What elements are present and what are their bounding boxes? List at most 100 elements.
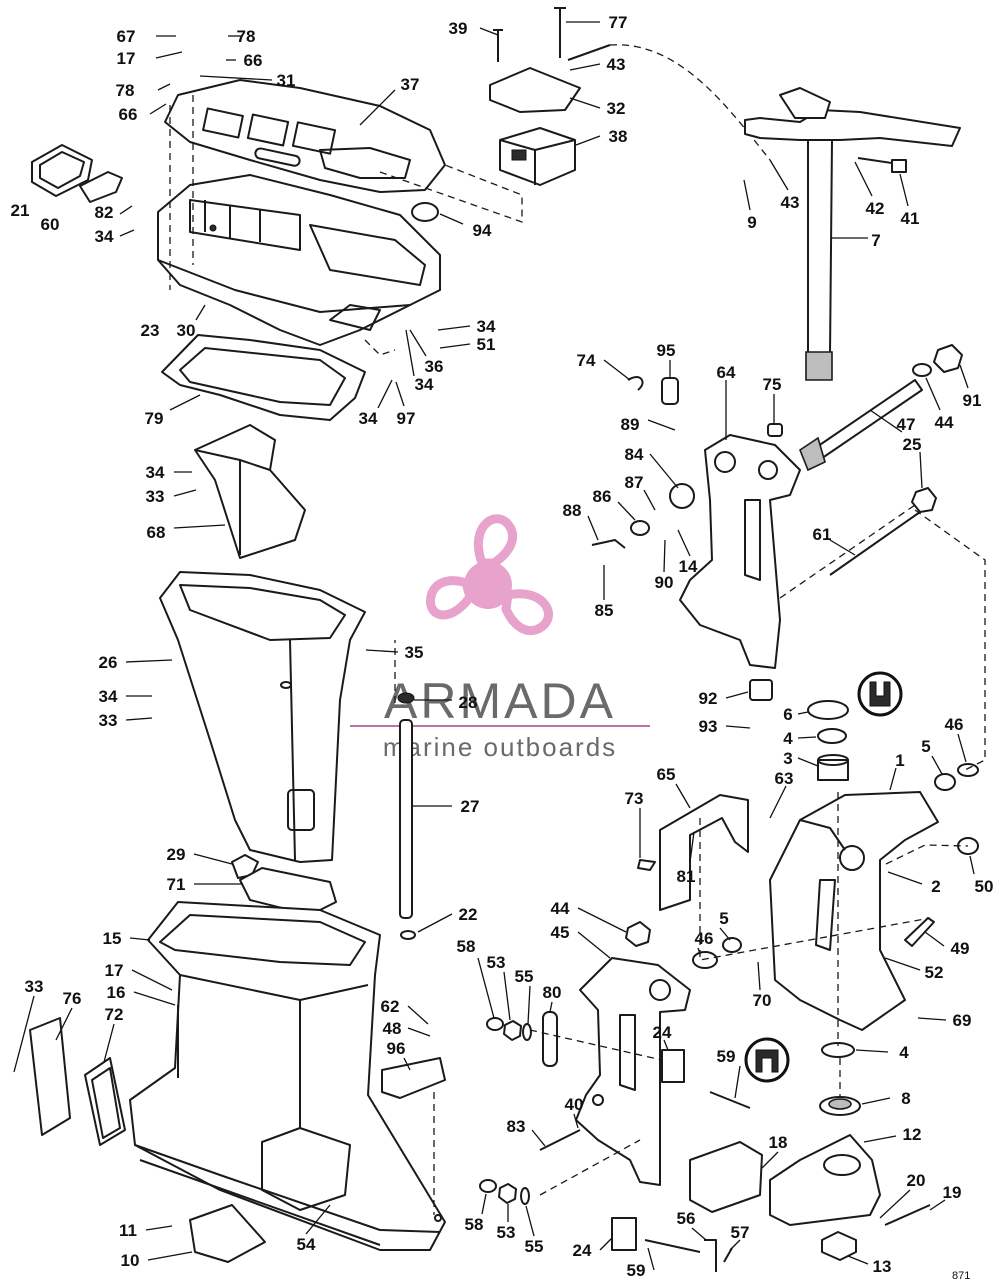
callout-78: 78 [116, 81, 135, 100]
callout-11: 11 [119, 1221, 137, 1240]
block-92 [749, 679, 773, 701]
gasket-79 [161, 334, 366, 421]
callout-78: 78 [237, 27, 256, 46]
brand-watermark: ARMADA marine outboards [350, 514, 650, 762]
washer-46 [692, 951, 718, 969]
cam-84 [669, 483, 695, 509]
callout-17: 17 [117, 49, 136, 68]
callout-30: 30 [177, 321, 196, 340]
callout-4: 4 [899, 1043, 909, 1062]
callout-92: 92 [699, 689, 718, 708]
power-pack-38 [489, 67, 581, 186]
callout-42: 42 [866, 199, 885, 218]
seal-4 [821, 1042, 855, 1058]
callout-34: 34 [359, 409, 378, 428]
callout-10: 10 [121, 1251, 140, 1270]
washer-44-top [912, 363, 932, 377]
callout-58: 58 [457, 937, 476, 956]
bushing-95 [661, 377, 679, 405]
callout-58: 58 [465, 1215, 484, 1234]
callout-18: 18 [769, 1133, 788, 1152]
gasket-plate-37 [164, 79, 446, 193]
callout-68: 68 [147, 523, 166, 542]
callout-1: 1 [895, 751, 904, 770]
callout-45: 45 [551, 923, 570, 942]
callout-46: 46 [945, 715, 964, 734]
gasket-72 [84, 1057, 126, 1146]
callout-23: 23 [141, 321, 160, 340]
plate-24-b [611, 1217, 637, 1251]
bolt-59-b [644, 1239, 701, 1253]
stern-bracket-64 [679, 434, 801, 669]
callout-57: 57 [731, 1223, 750, 1242]
callout-15: 15 [103, 929, 122, 948]
callout-85: 85 [595, 601, 614, 620]
steering-tube-7 [744, 87, 961, 381]
callout-33: 33 [99, 711, 118, 730]
callout-7: 7 [871, 231, 880, 250]
callout-36: 36 [425, 357, 444, 376]
callout-84: 84 [625, 445, 644, 464]
nut-91 [933, 344, 963, 373]
stern-bracket-45 [575, 957, 691, 1186]
callout-49: 49 [951, 939, 970, 958]
callout-72: 72 [105, 1005, 124, 1024]
callout-55: 55 [525, 1237, 544, 1256]
callout-21: 21 [11, 201, 30, 220]
callout-4: 4 [783, 729, 793, 748]
callout-25: 25 [903, 435, 922, 454]
callout-37: 37 [401, 75, 420, 94]
bushing-5-top [934, 773, 956, 791]
washer-55 [522, 1023, 532, 1041]
callout-33: 33 [146, 487, 165, 506]
cover-10 [189, 1204, 266, 1263]
callout-6: 6 [783, 705, 792, 724]
callout-34: 34 [95, 227, 114, 246]
spring-86 [630, 520, 650, 536]
callout-12: 12 [903, 1125, 922, 1144]
callout-24: 24 [653, 1023, 672, 1042]
bolt-77 [554, 7, 566, 58]
callout-34: 34 [99, 687, 118, 706]
callout-69: 69 [953, 1011, 972, 1030]
callout-64: 64 [717, 363, 736, 382]
brand-name: ARMADA [384, 673, 616, 729]
callout-95: 95 [657, 341, 676, 360]
callout-82: 82 [95, 203, 114, 222]
callout-20: 20 [907, 1171, 926, 1190]
port-grommet-21 [31, 144, 93, 197]
nut-53 [503, 1020, 522, 1041]
exhaust-housing-68 [194, 424, 306, 559]
callout-38: 38 [609, 127, 628, 146]
callout-53: 53 [497, 1223, 516, 1242]
cover-76 [29, 1017, 71, 1136]
callout-54: 54 [297, 1235, 316, 1254]
bushing-75 [767, 423, 783, 437]
reference-icon-lower [744, 1037, 790, 1083]
callout-5: 5 [921, 737, 930, 756]
callout-40: 40 [565, 1095, 584, 1114]
callout-60: 60 [41, 215, 60, 234]
exhaust-housing-26 [159, 571, 366, 863]
callout-27: 27 [461, 797, 480, 816]
callout-39: 39 [449, 19, 468, 38]
callout-83: 83 [507, 1117, 526, 1136]
nut-25 [911, 487, 937, 513]
bolt-39 [493, 29, 503, 62]
callout-90: 90 [655, 573, 674, 592]
leader-lines [13, 21, 975, 1271]
callout-16: 16 [107, 983, 126, 1002]
callout-94: 94 [473, 221, 492, 240]
callout-59: 59 [627, 1261, 646, 1280]
callout-14: 14 [679, 557, 698, 576]
swivel-bracket-1 [769, 791, 939, 1031]
callout-44: 44 [935, 413, 954, 432]
callout-75: 75 [763, 375, 782, 394]
callout-61: 61 [813, 525, 832, 544]
pin-49 [904, 917, 935, 947]
callout-17: 17 [105, 961, 124, 980]
callout-48: 48 [383, 1019, 402, 1038]
reference-icon-upper [857, 671, 903, 717]
callout-52: 52 [925, 963, 944, 982]
